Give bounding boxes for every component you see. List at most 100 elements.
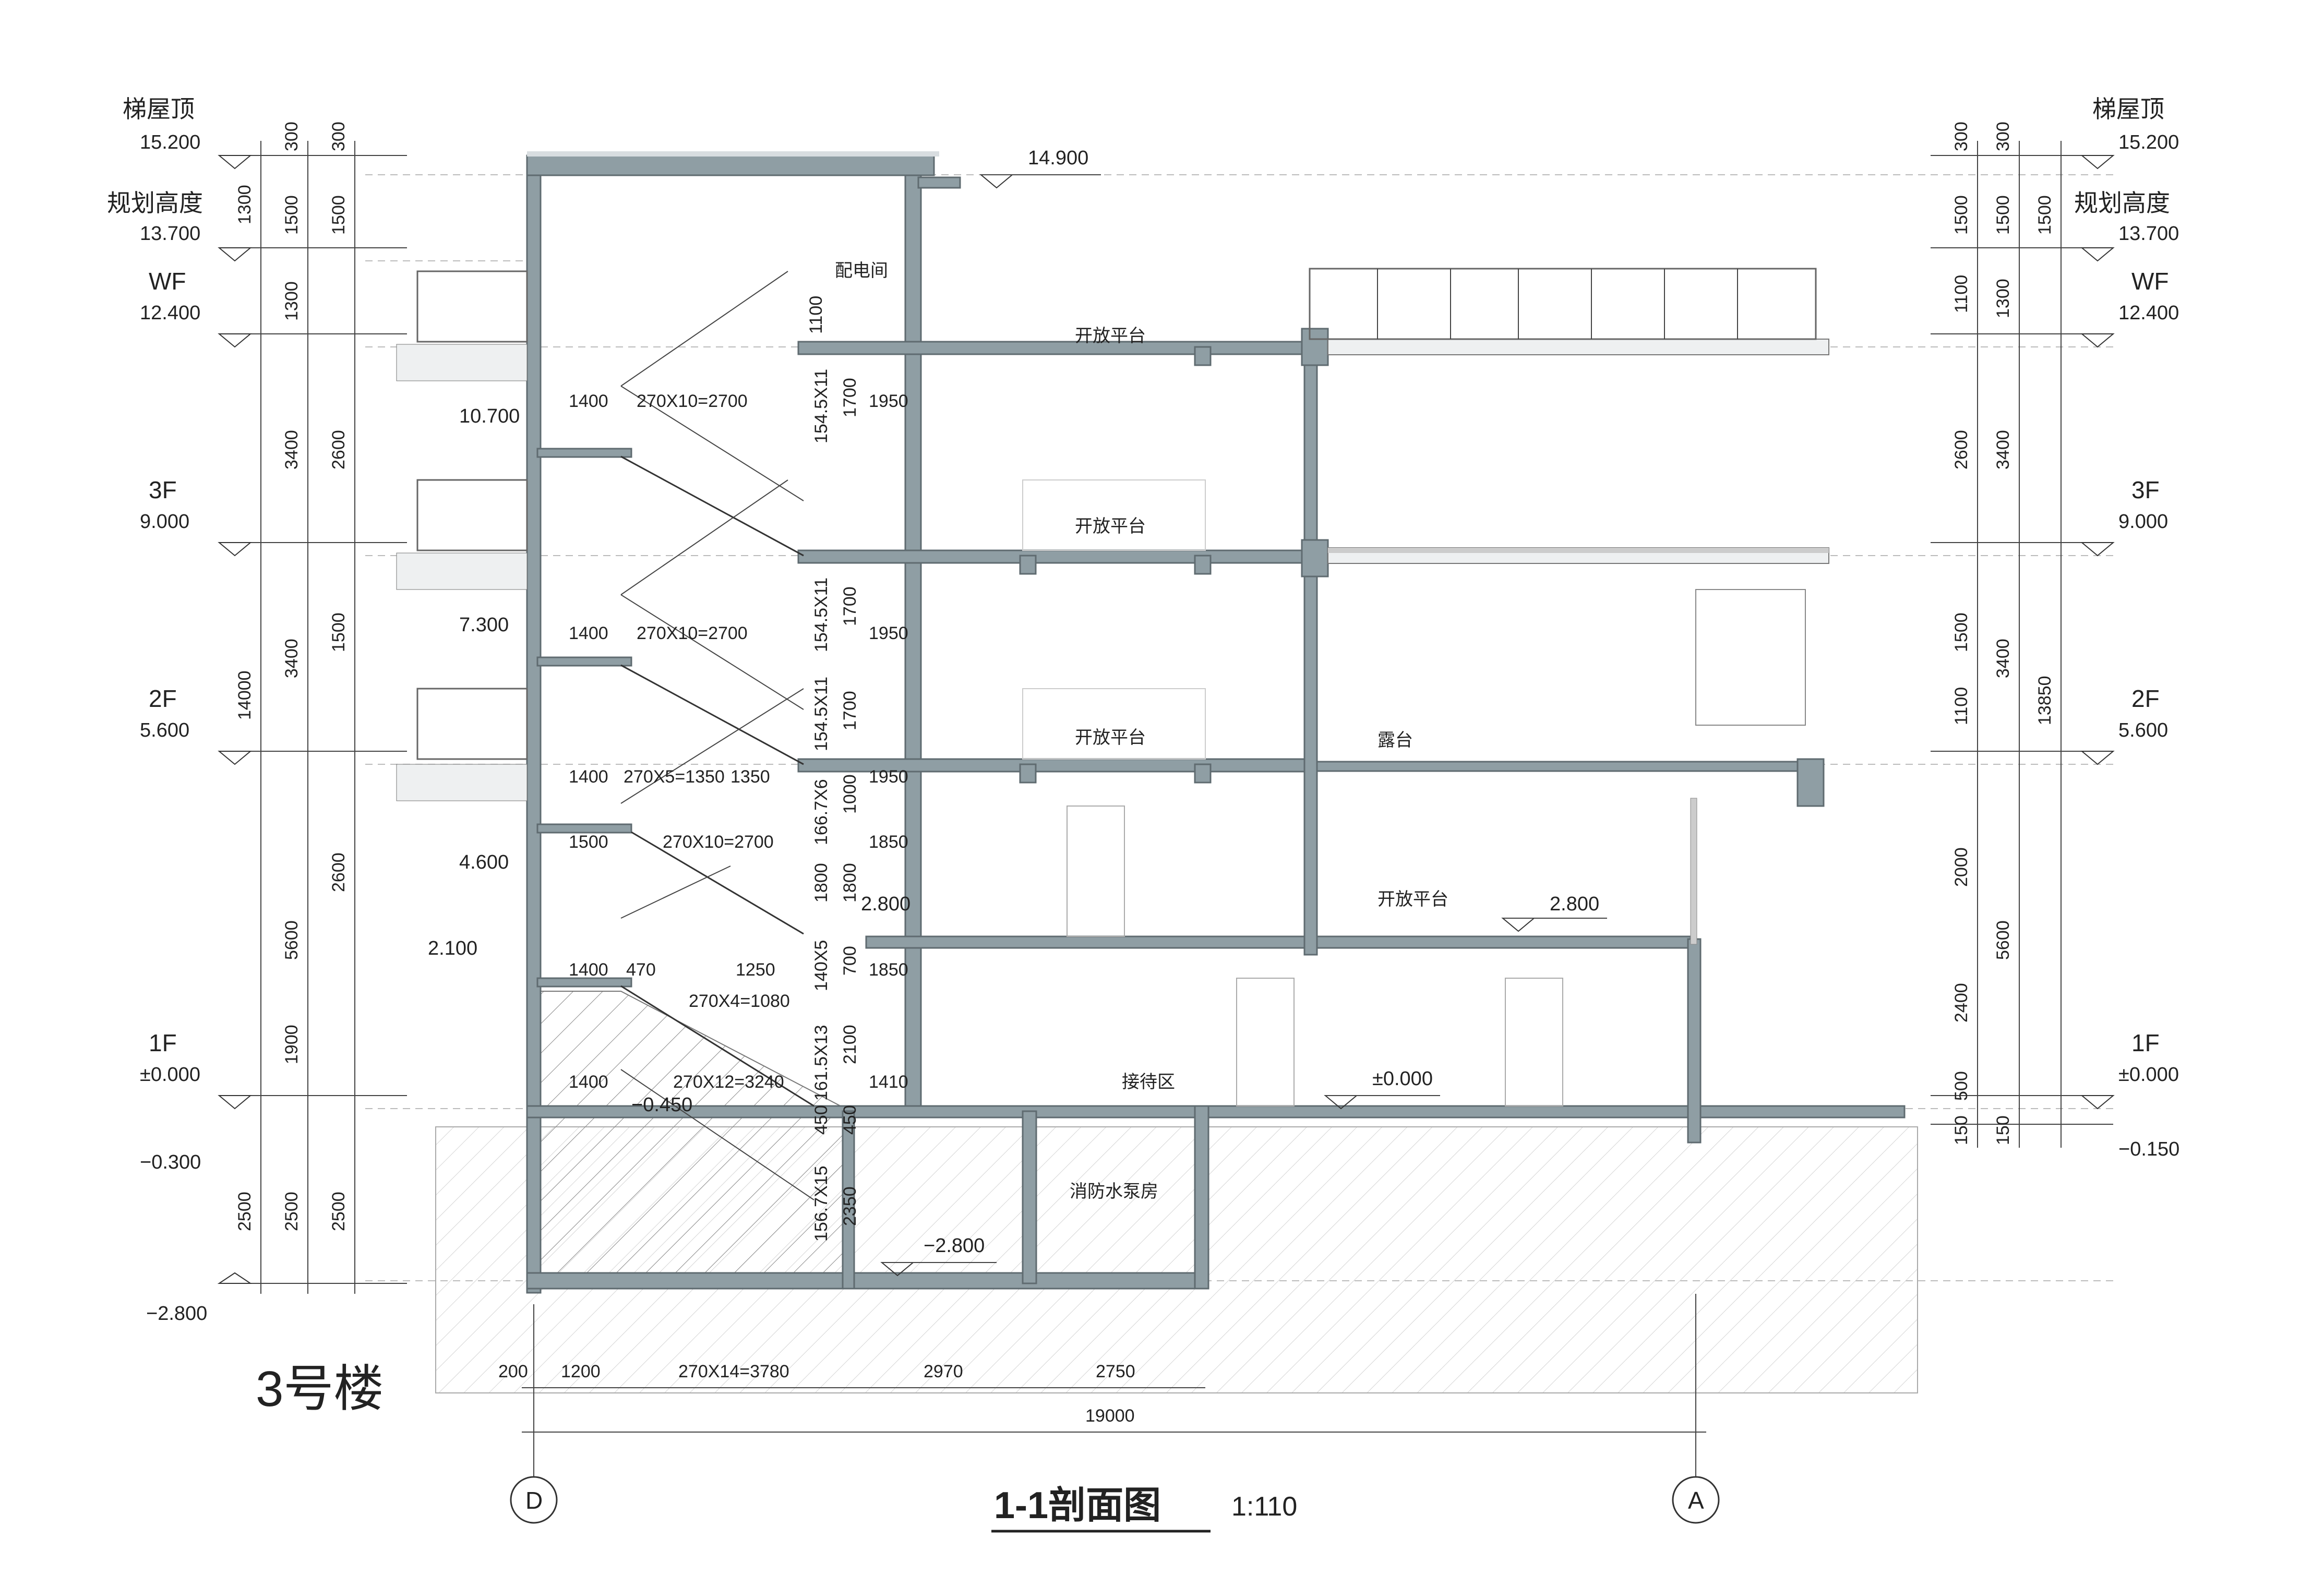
- svg-text:1850: 1850: [869, 960, 908, 980]
- drawing-scale: 1:110: [1231, 1492, 1297, 1522]
- bottom-dimensions: 200 1200 270X14=3780 2970 2750 19000: [498, 1294, 1706, 1461]
- svg-text:1300: 1300: [282, 281, 302, 321]
- svg-text:13850: 13850: [2035, 676, 2055, 725]
- svg-text:−0.450: −0.450: [631, 1094, 692, 1116]
- axis-markers: D A: [510, 1461, 1720, 1524]
- svg-text:1350: 1350: [730, 767, 770, 787]
- svg-text:1400: 1400: [569, 960, 608, 980]
- svg-text:154.5X11: 154.5X11: [811, 369, 831, 443]
- svg-text:1500: 1500: [569, 832, 608, 852]
- svg-text:5600: 5600: [1993, 920, 2013, 960]
- level-elev: 5.600: [2118, 719, 2168, 741]
- svg-text:2600: 2600: [1951, 430, 1971, 470]
- svg-text:700: 700: [840, 946, 860, 976]
- svg-text:1500: 1500: [282, 195, 302, 235]
- level-name: 梯屋顶: [123, 95, 195, 123]
- svg-text:470: 470: [626, 960, 656, 980]
- svg-text:1500: 1500: [2035, 195, 2055, 235]
- svg-text:270X4=1080: 270X4=1080: [689, 991, 790, 1011]
- left-level-labels: 梯屋顶 15.200 规划高度 13.700 WF 12.400 3F 9.00…: [107, 95, 407, 1325]
- svg-text:270X10=2700: 270X10=2700: [663, 832, 774, 852]
- level-elev: 15.200: [140, 131, 200, 153]
- svg-text:1700: 1700: [840, 586, 860, 626]
- left-dimension-chain: 300 1500 1300 3400 3400 5600 1900 2500 3…: [235, 122, 349, 1231]
- svg-text:1000: 1000: [840, 774, 860, 814]
- room-label: 开放平台: [1377, 889, 1448, 909]
- level-name: 梯屋顶: [2092, 95, 2164, 123]
- svg-text:2.800: 2.800: [861, 893, 911, 915]
- right-dimension-chain: 300 1500 1100 2600 1500 1100 2000 2400 5…: [1951, 122, 2055, 1145]
- svg-text:2750: 2750: [1096, 1362, 1135, 1381]
- drawing-title: 1-1剖面图: [994, 1485, 1161, 1526]
- level-elev: 13.700: [140, 223, 200, 245]
- svg-text:161.5X13: 161.5X13: [811, 1025, 831, 1101]
- level-elev: 5.600: [140, 719, 189, 741]
- level-name: 2F: [2131, 685, 2160, 712]
- svg-text:5600: 5600: [282, 920, 302, 960]
- svg-text:1400: 1400: [569, 1072, 608, 1092]
- level-name: 规划高度: [2074, 189, 2170, 217]
- room-label: 开放平台: [1075, 326, 1146, 346]
- level-name: 2F: [149, 685, 177, 712]
- room-label: 配电间: [835, 261, 888, 281]
- svg-text:270X12=3240: 270X12=3240: [673, 1072, 784, 1092]
- svg-text:150: 150: [1993, 1115, 2013, 1145]
- right-level-labels: 梯屋顶 15.200 规划高度 13.700 WF 12.400 3F 9.00…: [1931, 95, 2179, 1160]
- level-elev: 15.200: [2118, 131, 2179, 153]
- svg-text:150: 150: [1951, 1115, 1971, 1145]
- room-label: 接待区: [1122, 1072, 1175, 1092]
- svg-text:500: 500: [1951, 1071, 1971, 1101]
- svg-text:300: 300: [1951, 122, 1971, 151]
- svg-text:19000: 19000: [1085, 1406, 1135, 1426]
- svg-text:2970: 2970: [924, 1362, 963, 1381]
- svg-text:270X10=2700: 270X10=2700: [637, 623, 748, 643]
- svg-text:7.300: 7.300: [459, 614, 509, 636]
- svg-text:3400: 3400: [282, 430, 302, 470]
- svg-text:2600: 2600: [329, 430, 349, 470]
- svg-text:2400: 2400: [1951, 983, 1971, 1023]
- svg-text:140X5: 140X5: [811, 940, 831, 991]
- earth: [435, 991, 1918, 1393]
- building-name: 3号楼: [256, 1361, 384, 1417]
- svg-text:1100: 1100: [1951, 687, 1971, 725]
- room-label: 露台: [1377, 730, 1413, 750]
- svg-text:1200: 1200: [561, 1362, 601, 1381]
- level-name: WF: [149, 268, 186, 295]
- svg-text:1950: 1950: [869, 767, 908, 787]
- svg-text:1950: 1950: [869, 623, 908, 643]
- svg-text:166.7X6: 166.7X6: [811, 779, 831, 845]
- svg-text:1500: 1500: [1951, 612, 1971, 652]
- svg-text:3400: 3400: [1993, 639, 2013, 678]
- svg-text:1300: 1300: [235, 185, 255, 224]
- svg-text:200: 200: [498, 1362, 528, 1381]
- svg-text:10.700: 10.700: [459, 405, 520, 427]
- level-name: 1F: [2131, 1029, 2160, 1056]
- room-label: 开放平台: [1075, 728, 1146, 748]
- level-elev: −2.800: [146, 1303, 207, 1325]
- room-label: 消防水泵房: [1070, 1182, 1158, 1201]
- svg-text:1800: 1800: [840, 863, 860, 903]
- level-elev: 12.400: [2118, 302, 2179, 324]
- svg-text:2100: 2100: [840, 1025, 860, 1064]
- svg-text:2.800: 2.800: [1550, 893, 1599, 915]
- level-elev: 9.000: [140, 511, 189, 533]
- svg-text:1400: 1400: [569, 623, 608, 643]
- svg-text:2600: 2600: [329, 852, 349, 892]
- title-block: 1-1剖面图 1:110 3号楼: [256, 1361, 1297, 1533]
- level-elev: 9.000: [2118, 511, 2168, 533]
- svg-text:270X14=3780: 270X14=3780: [678, 1362, 789, 1381]
- svg-text:1700: 1700: [840, 691, 860, 730]
- svg-text:450: 450: [840, 1105, 860, 1135]
- svg-text:3400: 3400: [1993, 430, 2013, 470]
- room-label: 开放平台: [1075, 516, 1146, 536]
- svg-text:154.5X11: 154.5X11: [811, 578, 831, 652]
- svg-text:1410: 1410: [869, 1072, 908, 1092]
- level-elev: 12.400: [140, 302, 200, 324]
- svg-text:1250: 1250: [736, 960, 775, 980]
- axis-label: D: [525, 1487, 543, 1514]
- level-elev: −0.300: [140, 1151, 201, 1173]
- level-elev: 13.700: [2118, 223, 2179, 245]
- svg-text:1500: 1500: [1951, 195, 1971, 235]
- svg-text:156.7X15: 156.7X15: [811, 1165, 831, 1242]
